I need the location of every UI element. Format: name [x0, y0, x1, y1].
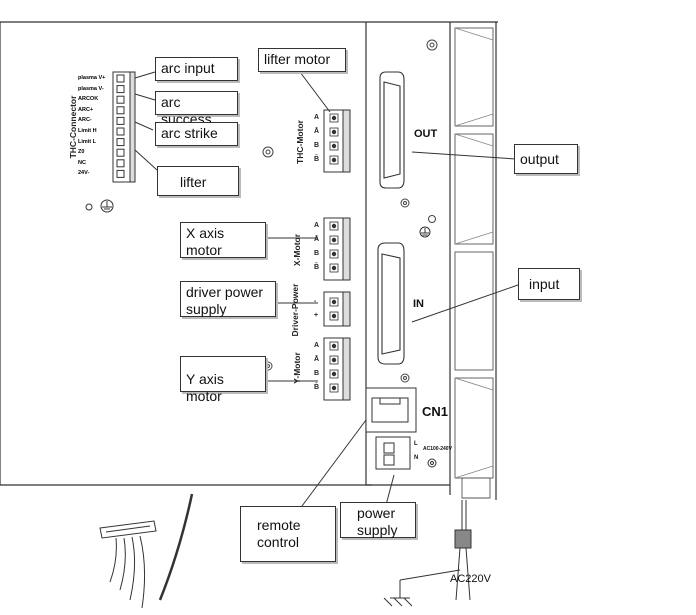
thc-pin-label: NC: [78, 159, 86, 166]
thc-pin-labels: plasma V+ plasma V- ARCOK ARC+ ARC- Limit H Li…: [78, 75, 106, 182]
arc-success-callout: arc success: [155, 91, 238, 127]
out-label: OUT: [414, 128, 438, 140]
y-motor-pin-dot: [331, 343, 337, 349]
thc-pin-terminal: [116, 148, 125, 157]
thc-motor-pin-letter: A: [314, 114, 320, 121]
thc-motor-pin-dot: [331, 143, 337, 149]
y-motor-label: Y-Motor: [292, 352, 302, 384]
thc-pin-label: ARCOK: [78, 96, 99, 103]
ground-symbol-left: [85, 199, 114, 213]
thc-motor-pin-letter: B: [314, 142, 320, 149]
x-motor-pin-letter: Ā: [314, 236, 320, 243]
thc-pin-terminal: [116, 138, 125, 147]
thc-pin-terminal: [116, 95, 125, 104]
driver-power-connector: [323, 291, 351, 327]
thc-pin-label: ARC+: [78, 106, 94, 113]
thc-pin-terminal: [116, 127, 125, 136]
x-motor-pin-dot: [331, 265, 337, 271]
in-db-connector: [377, 242, 405, 365]
ground-symbol-right: [419, 226, 431, 238]
in-label: IN: [413, 298, 424, 310]
thc-pin-label: plasma V-: [78, 85, 104, 92]
y-motor-pin-letter: B̄: [314, 384, 320, 391]
thc-pin-terminal: [116, 116, 125, 125]
arc-input-callout: arc input: [155, 57, 238, 81]
output-callout: output: [514, 144, 578, 174]
y-motor-pin-letter: B: [314, 370, 320, 377]
driver-power-supply-callout: driver power supply: [180, 281, 276, 317]
thc-connector-block: [112, 71, 136, 183]
cn1-rj45-port: [365, 387, 417, 433]
thc-pin-label: Z0: [78, 149, 85, 156]
thc-connector-label: THC-Connector: [68, 95, 78, 159]
lifter-callout: lifter: [157, 166, 239, 196]
lifter-motor-callout: lifter motor: [258, 48, 346, 72]
thc-pin-label: Limit L: [78, 138, 97, 145]
input-callout: input: [518, 268, 580, 300]
power-input-connector: [375, 436, 437, 470]
power-supply-callout: power supply: [340, 502, 416, 538]
driver-power-pin-letter: -: [314, 298, 317, 305]
cn1-label: CN1: [422, 404, 449, 419]
thc-motor-pin-dot: [331, 157, 337, 163]
y-motor-pin-dot: [331, 357, 337, 363]
driver-power-pin-dot: [331, 313, 337, 319]
thc-motor-pin-letter: B̄: [314, 156, 320, 163]
x-motor-pin-letter: A: [314, 222, 320, 229]
driver-power-label: Driver-Power: [290, 283, 300, 337]
thc-pin-label: Limit H: [78, 127, 97, 134]
ribbon-cable-illustration: [99, 493, 194, 609]
ac-range-label: AC100-240V: [423, 446, 452, 452]
thc-motor-label: THC-Motor: [295, 120, 305, 164]
screw-holes: [262, 39, 438, 383]
x-motor-pin-dot: [331, 237, 337, 243]
power-pin-n-label: N: [414, 455, 419, 461]
out-db-connector: [379, 71, 405, 189]
driver-power-pin-letter: +: [314, 312, 319, 319]
x-motor-pin-letter: B: [314, 250, 320, 257]
y-axis-motor-callout: Y axis motor: [180, 356, 266, 404]
y-motor-pin-dot: [331, 371, 337, 377]
x-motor-pin-dot: [331, 251, 337, 257]
x-motor-pin-letter: B̄: [314, 264, 320, 271]
thc-pin-terminal: [116, 106, 125, 115]
remote-control-callout: remote control: [240, 506, 336, 562]
thc-pin-terminal: [116, 169, 125, 178]
thc-pin-terminal: [116, 159, 125, 168]
board-outline: [0, 21, 498, 500]
x-motor-label: X-Motor: [292, 233, 302, 267]
side-panel: [454, 27, 494, 499]
driver-power-pin-dot: [331, 299, 337, 305]
y-motor-pin-dot: [331, 385, 337, 391]
x-axis-motor-callout: X axis motor: [180, 222, 266, 258]
thc-pin-terminal: [116, 74, 125, 83]
thc-pin-terminal: [116, 85, 125, 94]
thc-pin-label: plasma V+: [78, 75, 106, 81]
y-motor-pin-letter: Ā: [314, 356, 320, 363]
thc-motor-pin-dot: [331, 115, 337, 121]
thc-motor-pin-letter: Ā: [314, 128, 320, 135]
ac-cable-illustration: [383, 500, 472, 607]
power-pin-l-label: L: [414, 441, 418, 447]
arc-strike-callout: arc strike: [155, 122, 238, 146]
thc-pin-label: 24V-: [78, 170, 90, 177]
x-motor-pin-dot: [331, 223, 337, 229]
thc-motor-pin-dot: [331, 129, 337, 135]
ac220-label: AC220V: [450, 573, 491, 585]
thc-pin-label: ARC-: [78, 117, 92, 124]
y-motor-pin-letter: A: [314, 342, 320, 349]
